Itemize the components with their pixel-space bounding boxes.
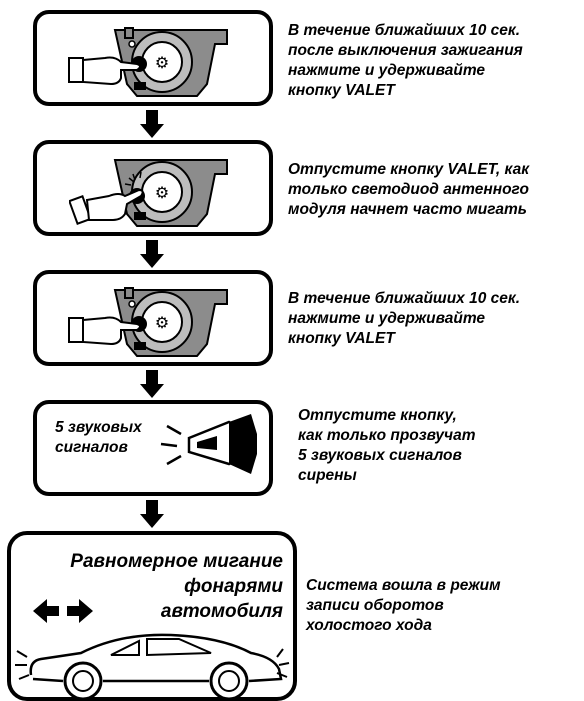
- hand-pressing-icon: [68, 316, 141, 346]
- svg-text:⚙: ⚙: [155, 313, 169, 332]
- step-1-caption: В течение ближайших 10 сек. после выключ…: [288, 22, 523, 99]
- step-5-caption: Система вошла в режим записи оборотов хо…: [306, 577, 501, 634]
- step-5-box: Равномерное мигание фонарями автомобиля: [7, 531, 297, 701]
- step-3-box: ⚙: [33, 270, 273, 366]
- hand-pressing-icon: [68, 56, 141, 86]
- hand-pressing-icon: [69, 188, 144, 225]
- svg-text:⚙: ⚙: [155, 53, 169, 72]
- antenna-module-icon: ⚙: [113, 287, 228, 357]
- step-1-box: ⚙: [33, 10, 273, 106]
- step-3-caption: В течение ближайших 10 сек. нажмите и уд…: [288, 290, 521, 347]
- down-arrow-3: [140, 370, 164, 398]
- siren-horn-icon: [160, 414, 257, 474]
- down-arrow-1: [140, 110, 164, 138]
- antenna-module-icon: ⚙: [113, 27, 228, 97]
- car-icon: [15, 633, 290, 701]
- down-arrow-4: [140, 500, 164, 528]
- svg-text:⚙: ⚙: [155, 183, 169, 202]
- flashing-lights-label: Равномерное мигание фонарями автомобиля: [70, 551, 283, 622]
- step-2-caption: Отпустите кнопку VALET, как только свето…: [288, 161, 530, 218]
- step-4-box: 5 звуковых сигналов: [33, 400, 273, 496]
- double-arrow-icon: [33, 599, 93, 623]
- siren-signals-label: 5 звуковых сигналов: [55, 419, 142, 456]
- step-2-box: ⚙: [33, 140, 273, 236]
- step-4-caption: Отпустите кнопку, как только прозвучат 5…: [298, 407, 476, 484]
- down-arrow-2: [140, 240, 164, 268]
